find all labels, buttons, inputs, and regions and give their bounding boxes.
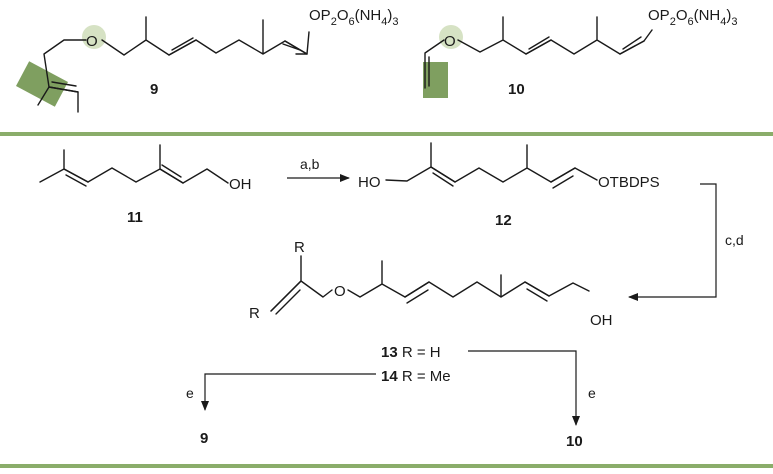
phosphate-label-10: OP2O6(NH4)3 (648, 7, 738, 28)
condition-ab: a,b (300, 156, 320, 172)
label-13: 13 R = H (381, 344, 441, 361)
separator-bottom (0, 464, 773, 468)
compound-11: OH 11 (39, 144, 252, 226)
otbdps-label-12: OTBDPS (598, 174, 660, 191)
compound-13-14: R R O OH (249, 239, 613, 329)
compound-10-skeleton (424, 16, 653, 89)
ether-O-13: O (334, 283, 346, 300)
phosphate-label-9: OP2O6(NH4)3 (309, 7, 399, 28)
highlight-circle-9 (82, 25, 106, 49)
oh-label-11: OH (229, 176, 252, 193)
arrow-e-right (468, 350, 580, 426)
highlight-box-10 (423, 62, 448, 98)
product-10: 10 (566, 433, 583, 450)
compound-10: O OP2O6(NH4)3 10 (423, 7, 738, 98)
compound-11-skeleton (39, 144, 229, 184)
ether-O-9: O (86, 33, 98, 50)
highlight-box-9 (16, 61, 68, 107)
label-14: 14 R = Me (381, 368, 451, 385)
arrow-cd (628, 183, 717, 301)
compound-number-12: 12 (495, 212, 512, 229)
condition-cd: c,d (725, 232, 744, 248)
compound-12-skeleton (385, 142, 598, 183)
r-label-top: R (294, 239, 305, 256)
arrow-e-left (201, 373, 376, 411)
condition-e-right: e (588, 385, 596, 401)
compound-number-11: 11 (127, 209, 143, 226)
oh-label-13: OH (590, 312, 613, 329)
separator-top (0, 132, 773, 136)
highlight-circle-10 (439, 25, 463, 49)
ether-O-10: O (444, 33, 456, 50)
compound-13-14-skeleton (270, 255, 590, 312)
ho-label-12: HO (358, 174, 381, 191)
compound-number-10: 10 (508, 81, 525, 98)
compound-number-9: 9 (150, 81, 158, 98)
compound-12: HO OTBDPS 12 (358, 142, 660, 229)
r-label-left: R (249, 305, 260, 322)
product-9: 9 (200, 430, 208, 447)
condition-e-left: e (186, 385, 194, 401)
compound-9-skeleton (37, 16, 310, 113)
compound-9: O OP2O6(NH4)3 9 (16, 7, 399, 113)
